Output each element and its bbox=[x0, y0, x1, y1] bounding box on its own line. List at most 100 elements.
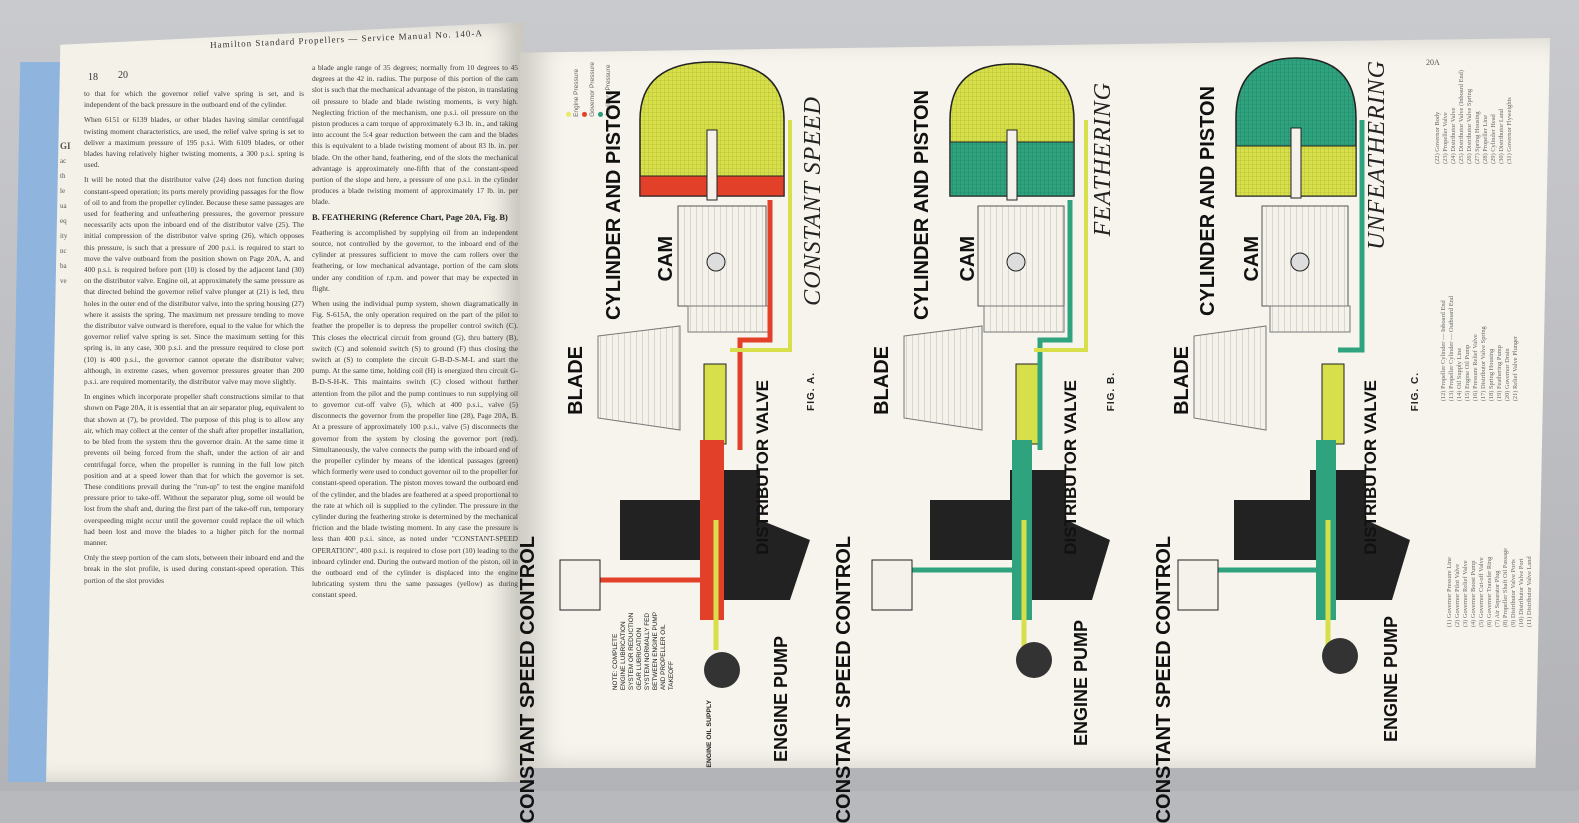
label-blade-c: BLADE bbox=[1171, 346, 1193, 415]
figure-a-label: FIG. A. bbox=[806, 372, 817, 411]
label-constant-speed-control-b: CONSTANT SPEED CONTROL bbox=[833, 536, 855, 823]
parts-list-item: (24) Distributor Valve bbox=[1450, 107, 1457, 164]
figure-a-title: CONSTANT SPEED bbox=[800, 96, 826, 306]
gutter-note: eq bbox=[60, 217, 67, 225]
section-heading-feathering: B. FEATHERING (Reference Chart, Page 20A… bbox=[312, 212, 508, 222]
governor-passage-a bbox=[700, 440, 724, 620]
piston-rod-c bbox=[1290, 127, 1302, 199]
paragraph: When using the individual pump system, s… bbox=[312, 299, 518, 600]
gutter-note: ac bbox=[60, 157, 67, 165]
left-page bbox=[46, 22, 524, 782]
label-engine-pump-b: ENGINE PUMP bbox=[1071, 620, 1091, 747]
engine-pump-b bbox=[1016, 642, 1052, 678]
label-engine-pump-a: ENGINE PUMP bbox=[771, 636, 791, 763]
label-blade-a: BLADE bbox=[565, 346, 587, 415]
label-blade-b: BLADE bbox=[871, 346, 893, 415]
cylinder-a bbox=[639, 61, 785, 197]
piston-rod-a bbox=[706, 129, 718, 201]
yellow-oil-line-b bbox=[1034, 120, 1088, 352]
parts-list-item: (7) Air Separator Plug bbox=[1494, 570, 1501, 628]
parts-list-item: (8) Propeller Shaft Oil Passage bbox=[1502, 548, 1509, 628]
label-cam-b: CAM bbox=[957, 236, 979, 282]
parts-list-item: (3) Governor Relief Valve bbox=[1462, 560, 1469, 628]
paragraph: When 6151 or 6139 blades, or other blade… bbox=[84, 115, 304, 170]
distributor-valve-b bbox=[1015, 363, 1039, 445]
label-constant-speed-control-a: CONSTANT SPEED CONTROL bbox=[517, 536, 539, 823]
red-oil-line-a bbox=[737, 200, 773, 450]
figure-b-title: FEATHERING bbox=[1090, 82, 1116, 237]
piston-rod-b bbox=[1006, 129, 1018, 201]
parts-list-item: (12) Propeller Cylinder — Inboard End bbox=[1440, 300, 1447, 402]
label-cylinder-piston-b: CYLINDER AND PISTON bbox=[911, 90, 933, 321]
green-oil-line-c bbox=[1338, 120, 1365, 353]
parts-list-item: (28) Propeller Line bbox=[1482, 114, 1489, 164]
cam-roller-b bbox=[1006, 252, 1026, 272]
parts-list-item: (26) Distributor Valve Spring bbox=[1466, 88, 1473, 164]
cam-roller-c bbox=[1290, 252, 1310, 272]
parts-list-item: (10) Distributor Valve Port bbox=[1518, 558, 1525, 628]
label-constant-speed-control-c: CONSTANT SPEED CONTROL bbox=[1153, 536, 1175, 823]
gutter-note: GI bbox=[60, 141, 71, 151]
parts-list-item: (25) Distributor Valve (Inboard End) bbox=[1458, 70, 1465, 164]
parts-list-item: (13) Propeller Cylinder — Outboard End bbox=[1448, 296, 1455, 402]
label-distributor-valve-c: DISTRIBUTOR VALVE bbox=[1361, 380, 1380, 555]
label-cam-c: CAM bbox=[1241, 236, 1263, 282]
parts-list-item: (18) Spring Housing bbox=[1488, 348, 1495, 402]
text-column-right: a blade angle range of 35 degrees; norma… bbox=[312, 62, 518, 772]
gutter-note: ity bbox=[60, 232, 68, 240]
paragraph: In engines which incorporate propeller s… bbox=[84, 392, 304, 547]
parts-list-item: (23) Propeller Valve bbox=[1442, 112, 1449, 164]
parts-list-item: (27) Spring Housing bbox=[1474, 111, 1481, 164]
figure-c-title: UNFEATHERING bbox=[1364, 60, 1390, 250]
parts-list-item: (14) Oil Supply Line bbox=[1456, 347, 1463, 402]
paragraph: Only the steep portion of the cam slots,… bbox=[84, 553, 304, 585]
governor-b bbox=[871, 559, 913, 611]
parts-list-item: (4) Governor Boost Pump bbox=[1470, 560, 1477, 628]
figure-c-label: FIG. C. bbox=[1410, 372, 1421, 412]
propeller-diagrams bbox=[559, 57, 1410, 688]
parts-list-item: (29) Cylinder Head bbox=[1490, 114, 1497, 164]
engine-oil-supply-label: ENGINE OIL SUPPLY bbox=[706, 700, 713, 768]
left-margin-number: 18 bbox=[88, 72, 98, 83]
paragraph: Feathering is accomplished by supplying … bbox=[312, 227, 518, 293]
governor-a bbox=[559, 559, 601, 611]
paragraph: It will be noted that the distributor va… bbox=[84, 175, 304, 387]
parts-list-bottom: (1) Governor Pressure Line (2) Governor … bbox=[1446, 548, 1534, 627]
gutter-note: ua bbox=[60, 202, 67, 210]
governor-c bbox=[1177, 559, 1219, 611]
engine-pump-a bbox=[704, 652, 740, 688]
figure-a-diagram bbox=[559, 61, 810, 688]
parts-list-middle: (12) Propeller Cylinder — Inboard End (1… bbox=[1440, 296, 1520, 401]
engine-pump-c bbox=[1322, 638, 1358, 674]
parts-list-item: (19) Feathering Pump bbox=[1496, 345, 1503, 402]
cam-roller-a bbox=[706, 252, 726, 272]
paragraph: to that for which the governor relief va… bbox=[84, 89, 304, 110]
yellow-oil-line-a bbox=[730, 120, 792, 352]
distributor-valve-c bbox=[1321, 363, 1345, 445]
gutter-note: ba bbox=[60, 262, 67, 270]
parts-list-item: (5) Governor Cut-off Valve bbox=[1478, 557, 1485, 628]
parts-list-item: (31) Governor Flyweights bbox=[1506, 97, 1513, 164]
text-column-left: to that for which the governor relief va… bbox=[84, 88, 304, 768]
figure-c-diagram bbox=[1177, 57, 1410, 674]
label-cam-a: CAM bbox=[655, 236, 677, 282]
parts-list-item: (16) Pressure Relief Valve bbox=[1472, 334, 1479, 402]
green-oil-line-b bbox=[1037, 200, 1073, 450]
parts-list-item: (22) Governor Body bbox=[1434, 111, 1441, 164]
parts-list-item: (6) Governor Transfer Ring bbox=[1486, 556, 1493, 628]
gutter-notes: GI ac th le ua eq ity nc ba ve bbox=[60, 140, 90, 290]
gear-ring-c bbox=[1269, 305, 1351, 333]
parts-list-item: (11) Distributor Valve Land bbox=[1526, 556, 1533, 628]
parts-list-item: (2) Governor Pilot Valve bbox=[1454, 563, 1461, 628]
figure-b-diagram bbox=[871, 63, 1110, 678]
label-engine-pump-c: ENGINE PUMP bbox=[1381, 616, 1401, 743]
gutter-note: th bbox=[60, 172, 66, 180]
parts-list-item: (20) Governor Drain bbox=[1504, 348, 1511, 402]
parts-list-item: (9) Distributor Valve Ports bbox=[1510, 559, 1517, 628]
parts-list-item: (30) Distributor Land bbox=[1498, 108, 1505, 164]
blade-root-b bbox=[903, 325, 983, 431]
parts-list-top: (22) Governor Body (23) Propeller Valve … bbox=[1434, 70, 1514, 164]
parts-list-item: (21) Relief Valve Plunger bbox=[1512, 335, 1519, 402]
right-page-number: 20A bbox=[1426, 58, 1440, 67]
paragraph: a blade angle range of 35 degrees; norma… bbox=[312, 63, 518, 207]
